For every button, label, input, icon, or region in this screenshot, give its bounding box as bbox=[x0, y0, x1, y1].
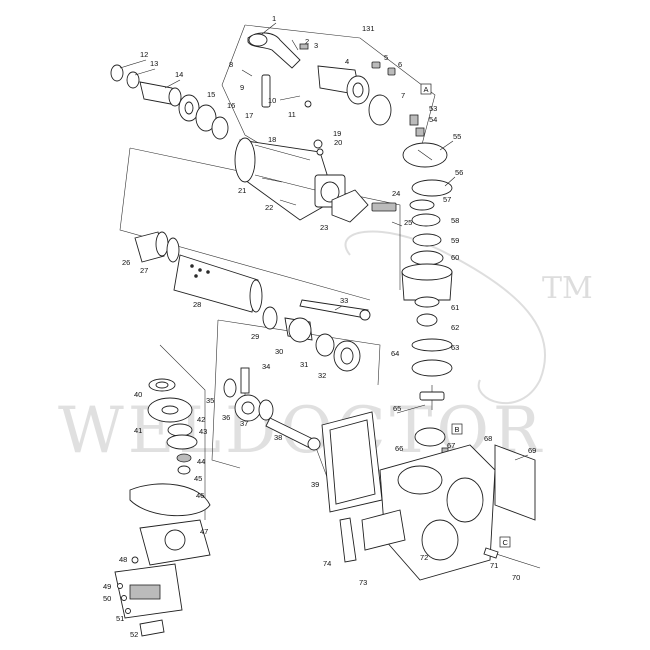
ref-box-c: C bbox=[503, 538, 509, 547]
part-number: 9 bbox=[240, 83, 244, 92]
part-number: 50 bbox=[103, 594, 111, 603]
part-number: 65 bbox=[393, 404, 401, 413]
part-number: 68 bbox=[484, 434, 492, 443]
part-number: 17 bbox=[245, 111, 253, 120]
part-number: 67 bbox=[447, 441, 455, 450]
part-number: 23 bbox=[320, 223, 328, 232]
part-number: 41 bbox=[134, 426, 142, 435]
conrod-group bbox=[223, 367, 383, 513]
part-number: 52 bbox=[130, 630, 138, 639]
part-number: 10 bbox=[268, 96, 276, 105]
part-number: 8 bbox=[229, 60, 233, 69]
part-number: 7 bbox=[401, 91, 405, 100]
part-number: 18 bbox=[268, 135, 276, 144]
part-number: 5 bbox=[384, 53, 388, 62]
reference-boxes: A B C 131 bbox=[362, 24, 511, 548]
leader-lines bbox=[119, 22, 529, 461]
part-number: 29 bbox=[251, 332, 259, 341]
part-number: 46 bbox=[196, 491, 204, 500]
piston-row bbox=[134, 231, 371, 372]
part-number: 13 bbox=[150, 59, 158, 68]
part-number: 62 bbox=[451, 323, 459, 332]
part-number: 53 bbox=[429, 104, 437, 113]
gear-stack bbox=[114, 378, 211, 637]
part-number: 31 bbox=[300, 360, 308, 369]
right-stack bbox=[401, 114, 453, 457]
crank-assembly bbox=[241, 32, 396, 126]
part-number: 30 bbox=[275, 347, 283, 356]
part-number: 15 bbox=[207, 90, 215, 99]
ref-box-a: A bbox=[424, 85, 429, 94]
part-number: 38 bbox=[274, 433, 282, 442]
part-number: 12 bbox=[140, 50, 148, 59]
part-number: 19 bbox=[333, 129, 341, 138]
part-number: 26 bbox=[122, 258, 130, 267]
part-number: 69 bbox=[528, 446, 536, 455]
part-number: 48 bbox=[119, 555, 127, 564]
part-number: 61 bbox=[451, 303, 459, 312]
part-number: 1 bbox=[272, 14, 276, 23]
part-number: 59 bbox=[451, 236, 459, 245]
part-number: 64 bbox=[391, 349, 399, 358]
part-number: 4 bbox=[345, 57, 349, 66]
part-number: 70 bbox=[512, 573, 520, 582]
part-number: 35 bbox=[206, 396, 214, 405]
part-number: 54 bbox=[429, 115, 437, 124]
part-number: 42 bbox=[197, 415, 205, 424]
part-number: 58 bbox=[451, 216, 459, 225]
part-number: 28 bbox=[193, 300, 201, 309]
part-number: 63 bbox=[451, 343, 459, 352]
part-number: 34 bbox=[262, 362, 270, 371]
part-number: 72 bbox=[420, 553, 428, 562]
part-number: 47 bbox=[200, 527, 208, 536]
part-number: 73 bbox=[359, 578, 367, 587]
part-number: 45 bbox=[194, 474, 202, 483]
part-number: 20 bbox=[334, 138, 342, 147]
part-number: 43 bbox=[199, 427, 207, 436]
part-number: 74 bbox=[323, 559, 331, 568]
part-number: 6 bbox=[398, 60, 402, 69]
part-number: 24 bbox=[392, 189, 400, 198]
ref-box-b: B bbox=[455, 425, 460, 434]
part-number: 56 bbox=[455, 168, 463, 177]
part-number: 33 bbox=[340, 296, 348, 305]
part-number: 49 bbox=[103, 582, 111, 591]
part-number: 57 bbox=[443, 195, 451, 204]
part-number: 40 bbox=[134, 390, 142, 399]
part-number: 36 bbox=[222, 413, 230, 422]
part-number-labels: 1 2 3 4 5 6 7 8 9 10 11 12 13 14 15 16 1… bbox=[103, 14, 536, 639]
cylinder-housing bbox=[234, 137, 403, 227]
part-number: 60 bbox=[451, 253, 459, 262]
assembly-ref: 131 bbox=[362, 24, 375, 33]
part-number: 71 bbox=[490, 561, 498, 570]
part-number: 2 bbox=[305, 37, 309, 46]
crank-housing bbox=[339, 444, 541, 581]
part-number: 44 bbox=[197, 457, 205, 466]
part-number: 16 bbox=[227, 101, 235, 110]
part-number: 22 bbox=[265, 203, 273, 212]
part-number: 66 bbox=[395, 444, 403, 453]
part-number: 25 bbox=[404, 218, 412, 227]
part-number: 55 bbox=[453, 132, 461, 141]
part-number: 3 bbox=[314, 41, 318, 50]
part-number: 51 bbox=[116, 614, 124, 623]
watermark-trademark: TM bbox=[542, 271, 593, 306]
part-number: 37 bbox=[240, 419, 248, 428]
part-number: 32 bbox=[318, 371, 326, 380]
part-number: 11 bbox=[288, 110, 296, 119]
spindle-row bbox=[110, 64, 229, 140]
part-number: 27 bbox=[140, 266, 148, 275]
part-number: 39 bbox=[311, 480, 319, 489]
part-number: 21 bbox=[238, 186, 246, 195]
part-number: 14 bbox=[175, 70, 183, 79]
